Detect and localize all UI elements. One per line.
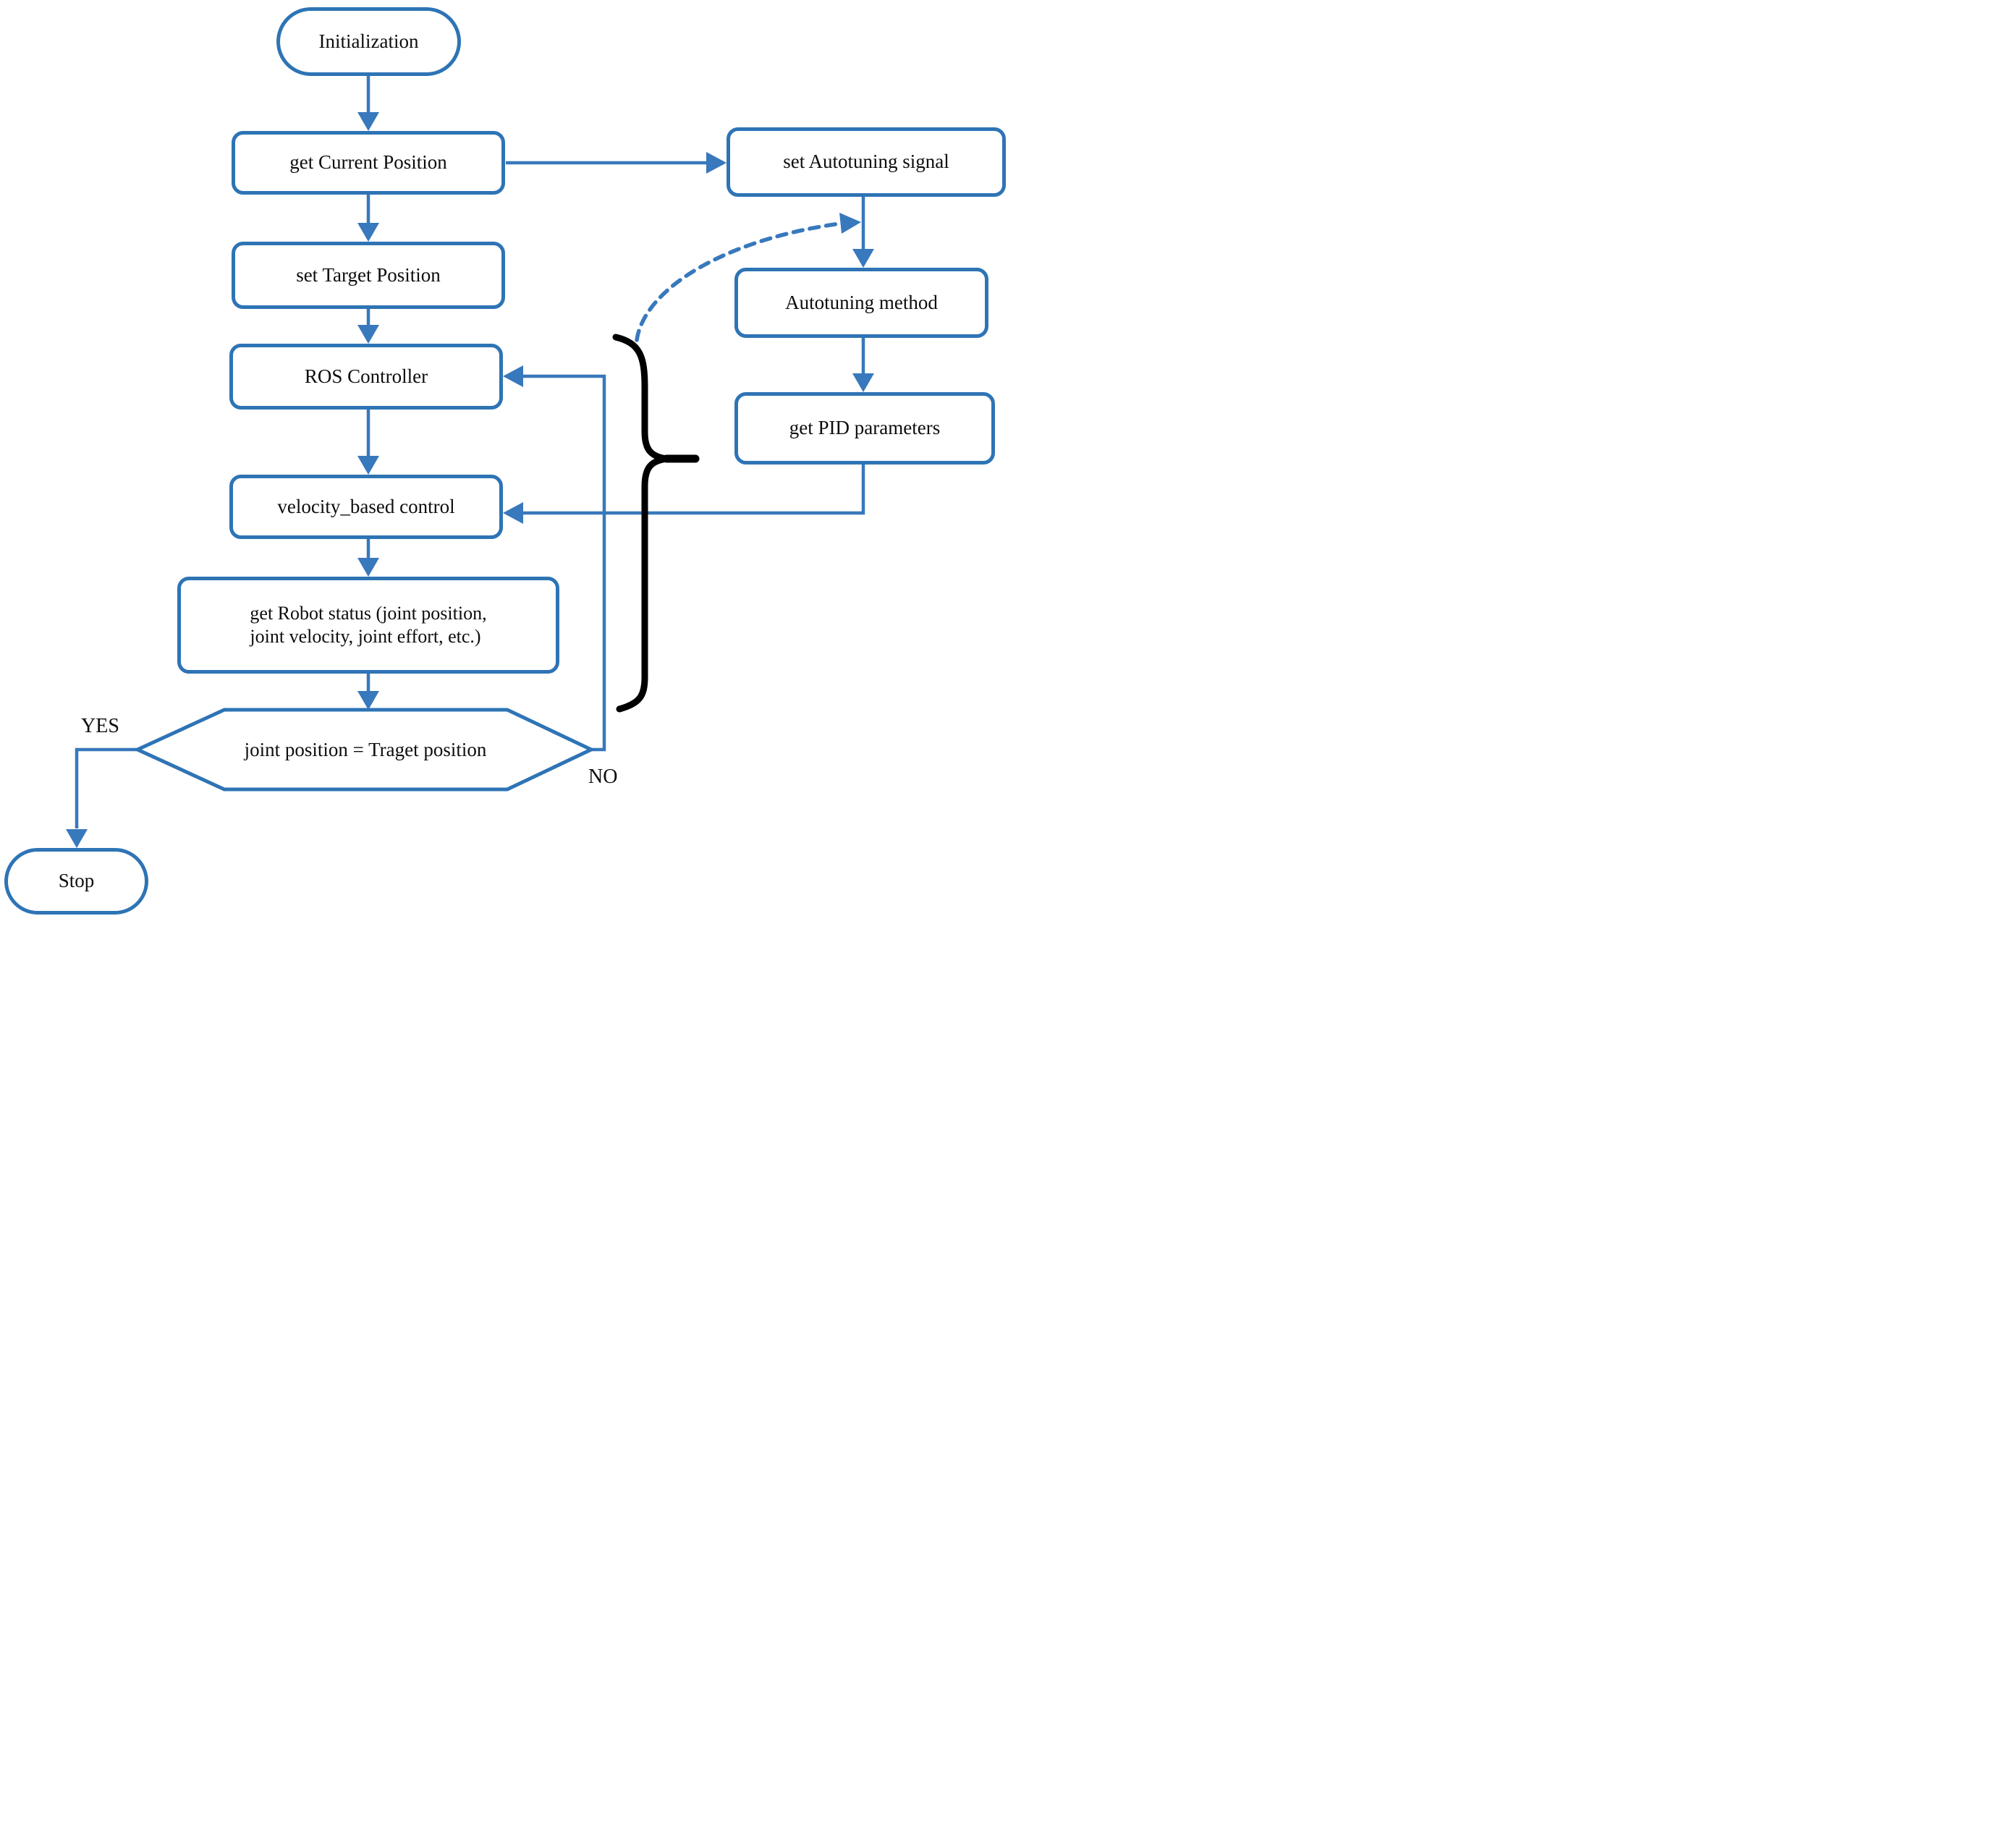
- node-get-robot-status-label: get Robot status (joint position, joint …: [250, 602, 487, 648]
- node-set-autotuning-signal: set Autotuning signal: [727, 127, 1006, 197]
- node-stop: Stop: [4, 848, 148, 915]
- node-initialization: Initialization: [276, 7, 461, 76]
- arrowhead-into-velocity: [357, 456, 379, 475]
- node-stop-label: Stop: [58, 870, 95, 892]
- node-ros-controller: ROS Controller: [229, 344, 503, 410]
- arrowhead-into-decision: [357, 691, 379, 710]
- edge-label-yes: YES: [81, 715, 119, 737]
- curly-brace: [612, 334, 700, 713]
- node-decision-label: joint position = Traget position: [244, 738, 487, 760]
- node-get-current-position-label: get Current Position: [289, 151, 447, 174]
- decision-hexagon-outline: [132, 708, 596, 792]
- node-set-target-position: set Target Position: [232, 242, 505, 309]
- arrowheads: [66, 112, 874, 848]
- connector-yes-to-stop: [75, 747, 137, 828]
- node-velocity-based-control: velocity_based control: [229, 475, 503, 539]
- node-get-current-position: get Current Position: [232, 131, 505, 195]
- arrowhead-into-setauto: [706, 152, 727, 174]
- arrowhead-no-into-ros: [503, 365, 523, 387]
- node-get-robot-status: get Robot status (joint position, joint …: [177, 577, 559, 674]
- edge-label-no: NO: [588, 765, 618, 788]
- node-initialization-label: Initialization: [318, 30, 419, 52]
- connector-no-feedback: [522, 374, 606, 752]
- node-ros-controller-label: ROS Controller: [304, 365, 428, 387]
- curly-brace-path: [612, 334, 667, 713]
- arrowhead-into-automethod: [852, 249, 874, 268]
- node-get-pid-parameters-label: get PID parameters: [789, 417, 941, 439]
- arrowhead-into-ros: [357, 325, 379, 344]
- node-velocity-based-control-label: velocity_based control: [277, 495, 455, 517]
- arrowhead-into-settarget: [357, 223, 379, 242]
- arrowhead-into-stop: [66, 829, 88, 848]
- node-autotuning-method-label: Autotuning method: [785, 291, 938, 313]
- connector-pid-feedback: [522, 465, 865, 515]
- connector-layer: [66, 76, 874, 848]
- arrowhead-into-robot: [357, 558, 379, 577]
- arrowhead-into-getpid: [852, 373, 874, 392]
- node-get-pid-parameters: get PID parameters: [734, 392, 995, 465]
- dashed-curve-brace-to-autotuning: [635, 221, 847, 342]
- flowchart-canvas: Initialization get Current Position set …: [0, 0, 1008, 922]
- arrowhead-pid-into-velocity: [503, 502, 523, 524]
- arrowhead-into-getcur: [357, 112, 379, 131]
- arrowhead-dashed-curve: [839, 213, 861, 234]
- node-set-autotuning-signal-label: set Autotuning signal: [783, 150, 949, 173]
- connector-lines: [75, 76, 865, 828]
- node-autotuning-method: Autotuning method: [734, 268, 988, 338]
- node-set-target-position-label: set Target Position: [296, 263, 441, 286]
